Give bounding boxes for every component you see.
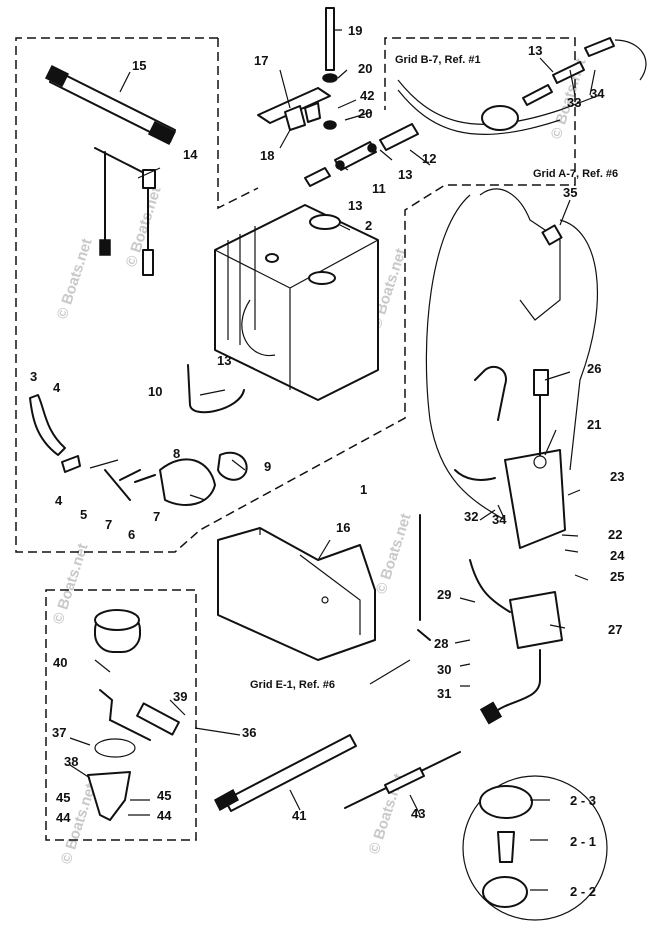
watermark: © Boats.net	[50, 542, 92, 627]
hose-joints-11-12	[304, 123, 419, 187]
callout-40: 40	[53, 655, 67, 670]
callout-19: 19	[348, 23, 362, 38]
callout-43: 43	[411, 806, 425, 821]
callout-20: 20	[358, 106, 372, 121]
callout-25: 25	[610, 569, 624, 584]
callout-27: 27	[608, 622, 622, 637]
grid-ref-a7: Grid A-7, Ref. #6	[533, 168, 618, 180]
callout-34: 34	[492, 512, 507, 527]
callout-2-3: 2 - 3	[570, 793, 596, 808]
hose-43	[344, 751, 461, 809]
callout-30: 30	[437, 662, 451, 677]
callout-10: 10	[148, 384, 162, 399]
callout-7: 7	[105, 517, 112, 532]
callout-4: 4	[55, 493, 63, 508]
fuel-filter-21	[474, 365, 566, 549]
engine-block-outline	[425, 188, 599, 521]
fuel-connector-14	[94, 147, 156, 276]
fuel-pump-27	[417, 514, 563, 725]
group-outlines	[15, 37, 576, 841]
grid-ref-e1: Grid E-1, Ref. #6	[250, 679, 335, 691]
callout-5: 5	[80, 507, 87, 522]
callout-35: 35	[563, 185, 577, 200]
callout-6: 6	[128, 527, 135, 542]
callout-13: 13	[348, 198, 362, 213]
callout-12: 12	[422, 151, 436, 166]
callout-44: 44	[157, 808, 172, 823]
hose-41	[214, 734, 357, 812]
tank-bracket	[217, 527, 376, 661]
callout-2: 2	[365, 218, 372, 233]
mount-strap	[257, 87, 331, 131]
fuel-meter-kit	[87, 609, 180, 821]
callout-32: 32	[464, 509, 478, 524]
callout-2-1: 2 - 1	[570, 834, 596, 849]
callout-33: 33	[567, 95, 581, 110]
fuel-tank	[214, 204, 379, 401]
callout-23: 23	[610, 469, 624, 484]
hose-32	[454, 469, 496, 481]
callout-42: 42	[360, 88, 374, 103]
callout-15: 15	[132, 58, 146, 73]
upper-hose-assembly	[397, 37, 647, 135]
meter-kit-outline	[45, 589, 197, 841]
callout-34: 34	[590, 86, 605, 101]
callout-22: 22	[608, 527, 622, 542]
callouts: 1 2 3 4 4 5 6 7 7 8 9 10 11 12 13 13 13 …	[30, 23, 625, 899]
callout-3: 3	[30, 369, 37, 384]
watermark: © Boats.net	[54, 237, 96, 322]
callout-17: 17	[254, 53, 268, 68]
callout-21: 21	[587, 417, 601, 432]
inner-step-outline	[217, 38, 259, 210]
leader-lines	[69, 29, 596, 891]
callout-31: 31	[437, 686, 451, 701]
callout-44: 44	[56, 810, 71, 825]
callout-24: 24	[610, 548, 625, 563]
callout-13: 13	[217, 353, 231, 368]
callout-45: 45	[157, 788, 171, 803]
callout-18: 18	[260, 148, 274, 163]
grid-references: Grid B-7, Ref. #1 Grid A-7, Ref. #6 Grid…	[250, 54, 618, 691]
callout-4: 4	[53, 380, 61, 395]
cap-detail	[462, 775, 608, 921]
watermark: © Boats.net	[373, 512, 415, 597]
callout-16: 16	[336, 520, 350, 535]
callout-20: 20	[358, 61, 372, 76]
callout-41: 41	[292, 808, 306, 823]
callout-13: 13	[398, 167, 412, 182]
tank-fitting-9	[217, 451, 248, 481]
callout-28: 28	[434, 636, 448, 651]
callout-9: 9	[264, 459, 271, 474]
fuel-tank-group-outline	[15, 37, 576, 553]
callout-8: 8	[173, 446, 180, 461]
grid-ref-b7: Grid B-7, Ref. #1	[395, 54, 481, 66]
bolt-19	[322, 7, 338, 130]
primer-bulb	[159, 458, 216, 506]
callout-11: 11	[372, 181, 386, 196]
fuel-hose-15	[44, 64, 177, 146]
callout-26: 26	[587, 361, 601, 376]
callout-1: 1	[360, 482, 367, 497]
callout-29: 29	[437, 587, 451, 602]
callout-13: 13	[528, 43, 542, 58]
callout-45: 45	[56, 790, 70, 805]
callout-14: 14	[183, 147, 198, 162]
callout-7: 7	[153, 509, 160, 524]
callout-36: 36	[242, 725, 256, 740]
callout-37: 37	[52, 725, 66, 740]
primer-bulb-assembly	[29, 394, 248, 506]
vent-hose-10	[187, 364, 245, 414]
callout-38: 38	[64, 754, 78, 769]
tank-cap	[309, 214, 341, 230]
callout-39: 39	[173, 689, 187, 704]
callout-2-2: 2 - 2	[570, 884, 596, 899]
